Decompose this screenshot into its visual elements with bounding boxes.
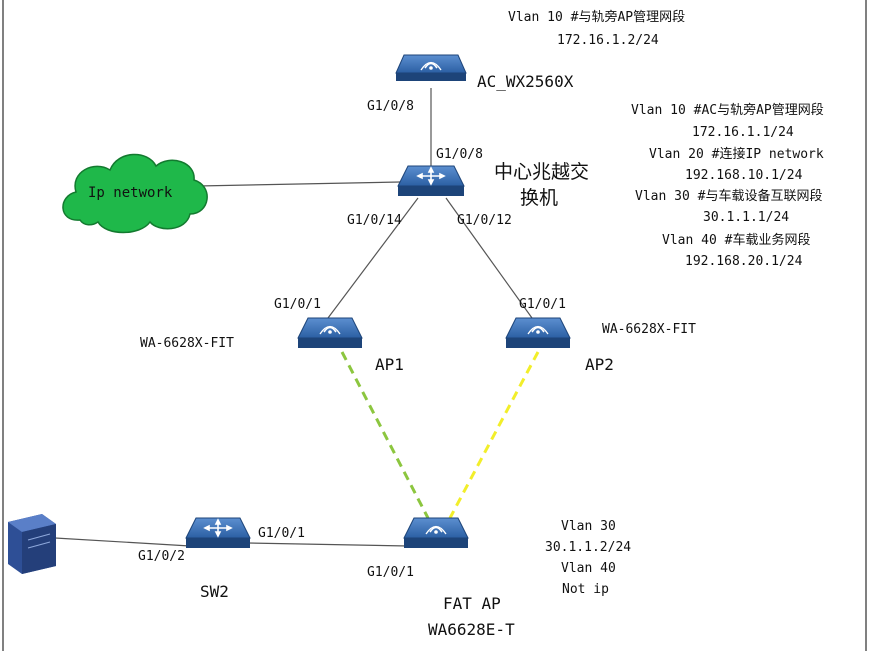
fat-ap-name-label: FAT AP bbox=[443, 594, 501, 613]
wireless-link-ap2-fatap bbox=[448, 351, 540, 519]
ac-controller-icon[interactable] bbox=[395, 54, 467, 81]
core-vlan40-ip: 192.168.20.1/24 bbox=[685, 254, 803, 269]
link-cloud-core bbox=[197, 181, 401, 187]
ip-network-cloud-icon[interactable] bbox=[62, 153, 208, 234]
ap1-icon[interactable] bbox=[297, 317, 363, 348]
cloud-label: Ip network bbox=[88, 185, 173, 201]
core-name-line1: 中心兆越交 bbox=[494, 161, 590, 183]
sw2-switch-icon[interactable] bbox=[185, 517, 251, 548]
core-vlan30-label: Vlan 30 #与车载设备互联网段 bbox=[635, 189, 823, 204]
core-vlan20-ip: 192.168.10.1/24 bbox=[685, 168, 803, 183]
ap1-name-label: AP1 bbox=[375, 355, 404, 374]
core-vlan40-label: Vlan 40 #车载业务网段 bbox=[662, 233, 811, 248]
core-port-right-label: G1/0/12 bbox=[457, 213, 512, 228]
wired-links bbox=[54, 88, 533, 547]
ac-ip-label: 172.16.1.2/24 bbox=[557, 33, 659, 48]
fat-ap-info-vlan30: Vlan 30 bbox=[561, 519, 616, 534]
ap1-model-label: WA-6628X-FIT bbox=[140, 336, 234, 351]
fat-ap-info-ip: 30.1.1.2/24 bbox=[545, 540, 632, 555]
core-switch-icon[interactable] bbox=[397, 165, 465, 196]
link-core-ap1 bbox=[327, 197, 419, 319]
fat-ap-model-label: WA6628E-T bbox=[428, 620, 515, 639]
ap2-port-label: G1/0/1 bbox=[519, 297, 566, 312]
fat-ap-icon[interactable] bbox=[403, 517, 469, 548]
link-core-ap2 bbox=[445, 197, 533, 319]
server-icon[interactable] bbox=[8, 514, 56, 574]
ap2-icon[interactable] bbox=[505, 317, 571, 348]
sw2-port-left-label: G1/0/2 bbox=[138, 549, 185, 564]
wireless-link-ap1-fatap bbox=[340, 351, 430, 519]
link-sw2-fatap bbox=[247, 542, 409, 547]
sw2-name-label: SW2 bbox=[200, 582, 229, 601]
fat-ap-port-label: G1/0/1 bbox=[367, 565, 414, 580]
core-vlan10-label: Vlan 10 #AC与轨旁AP管理网段 bbox=[631, 103, 824, 118]
ac-port-label: G1/0/8 bbox=[367, 99, 414, 114]
core-port-up-label: G1/0/8 bbox=[436, 147, 483, 162]
fat-ap-info-notip: Not ip bbox=[562, 582, 609, 597]
fat-ap-info-vlan40: Vlan 40 bbox=[561, 561, 616, 576]
link-server-sw2 bbox=[54, 537, 191, 547]
sw2-port-right-label: G1/0/1 bbox=[258, 526, 305, 541]
ac-name-label: AC_WX2560X bbox=[477, 72, 574, 91]
core-vlan30-ip: 30.1.1.1/24 bbox=[703, 210, 790, 225]
ap2-name-label: AP2 bbox=[585, 355, 614, 374]
core-name-line2: 换机 bbox=[520, 187, 559, 209]
core-vlan10-ip: 172.16.1.1/24 bbox=[692, 125, 794, 140]
core-vlan20-label: Vlan 20 #连接IP network bbox=[649, 147, 824, 162]
ac-vlan-label: Vlan 10 #与轨旁AP管理网段 bbox=[508, 10, 686, 25]
ap2-model-label: WA-6628X-FIT bbox=[602, 322, 696, 337]
ap1-port-label: G1/0/1 bbox=[274, 297, 321, 312]
core-port-left-label: G1/0/14 bbox=[347, 213, 402, 228]
